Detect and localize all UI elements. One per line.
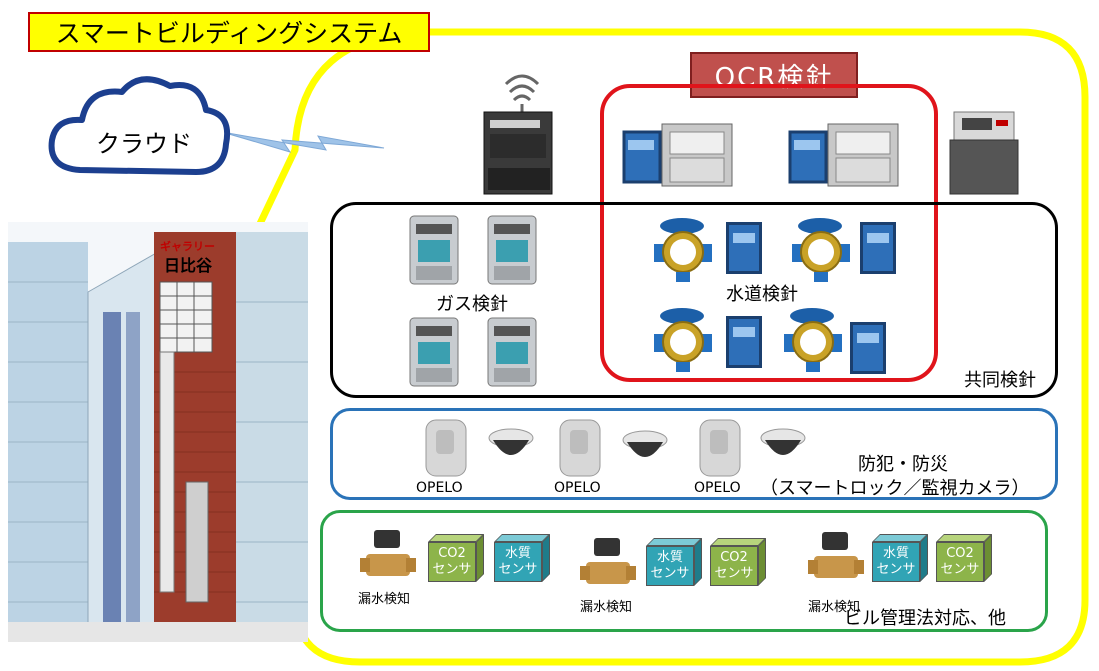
building-sign-top: ギャラリー — [160, 240, 215, 253]
ocr-camera-unit — [850, 322, 886, 374]
leak-label: 漏水検知 — [808, 600, 861, 615]
lock-label: OPELO — [554, 480, 601, 496]
water-quality-sensor: 水質センサ — [494, 534, 550, 582]
dome-camera-icon — [760, 428, 806, 455]
water-quality-sensor: 水質センサ — [646, 538, 702, 586]
smart-lock-icon — [559, 419, 601, 477]
smart-lock-icon — [699, 419, 741, 477]
joint-label: 共同検針 — [964, 370, 1036, 391]
leak-label: 漏水検知 — [580, 600, 633, 615]
gas-label: ガス検針 — [436, 294, 508, 315]
cloud-icon — [48, 76, 230, 175]
water-meter — [784, 308, 842, 372]
water-meter — [654, 308, 712, 372]
gateway-device — [483, 74, 553, 195]
leak-valve-icon — [360, 530, 416, 576]
page-title: スマートビルディングシステム — [28, 12, 430, 52]
ocr-camera-unit — [726, 222, 762, 274]
gas-meter — [409, 215, 459, 285]
water-label: 水道検針 — [726, 284, 798, 305]
cloud-label: クラウド — [96, 130, 192, 158]
security-frame — [330, 408, 1058, 500]
electric-meter — [622, 123, 733, 187]
smart-meter — [949, 111, 1019, 195]
security-caption-1: 防犯・防災 — [858, 454, 948, 475]
electric-meter — [788, 123, 899, 187]
gas-meter — [409, 317, 459, 387]
dome-camera-icon — [488, 428, 534, 455]
ocr-frame — [600, 84, 938, 382]
ocr-camera-unit — [726, 316, 762, 368]
meter-frame — [330, 202, 1058, 398]
sensor-frame — [320, 510, 1048, 632]
building-illustration — [8, 222, 308, 642]
security-caption-2: （スマートロック／監視カメラ） — [760, 478, 1030, 499]
water-meter — [654, 218, 712, 282]
wireless-link — [221, 131, 385, 153]
gas-meter — [487, 215, 537, 285]
lock-label: OPELO — [694, 480, 741, 496]
leak-valve-icon — [580, 538, 636, 584]
leak-valve-icon — [808, 532, 864, 578]
sensor-caption: ビル管理法対応、他 — [844, 608, 1006, 629]
leak-label: 漏水検知 — [358, 592, 411, 607]
gas-meter — [487, 317, 537, 387]
water-quality-sensor: 水質センサ — [872, 534, 928, 582]
lock-label: OPELO — [416, 480, 463, 496]
ocr-camera-unit — [860, 222, 896, 274]
water-meter — [792, 218, 850, 282]
dome-camera-icon — [622, 430, 668, 457]
smart-lock-icon — [425, 419, 467, 477]
building-sign-name: 日比谷 — [164, 256, 213, 275]
